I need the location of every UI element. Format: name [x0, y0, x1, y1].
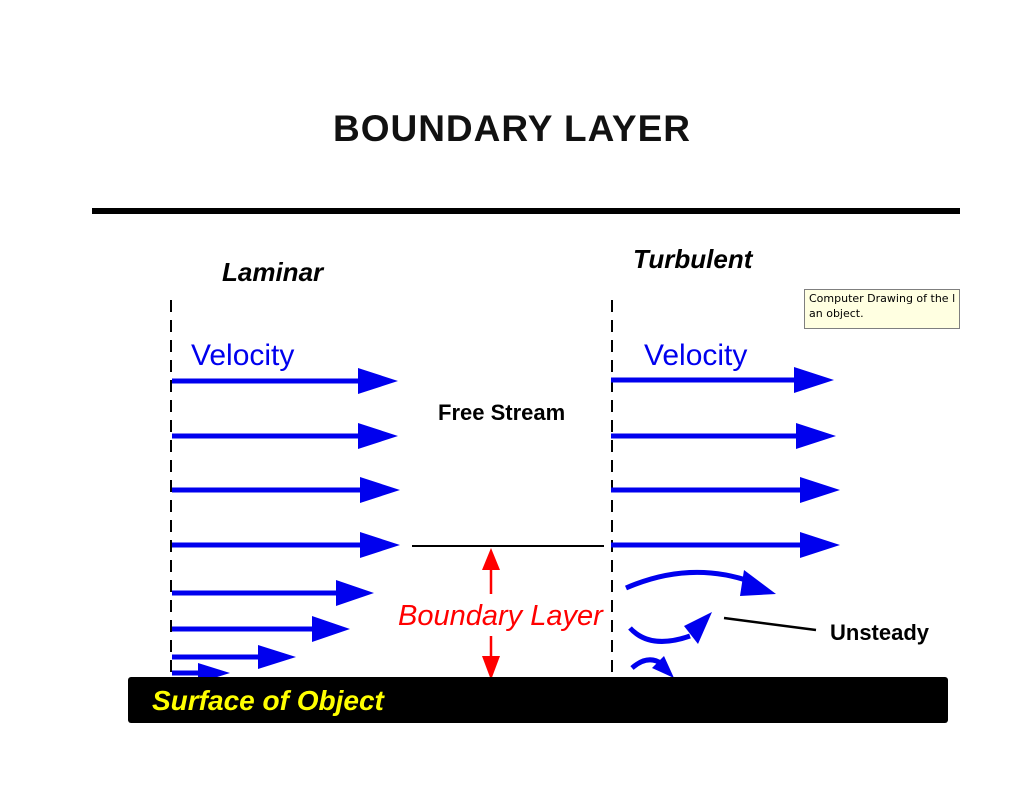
velocity-label-turbulent: Velocity	[644, 339, 747, 372]
eddy-arc	[624, 569, 753, 591]
turbulent-arrow-head	[800, 477, 840, 503]
laminar-arrow-head	[360, 532, 400, 558]
laminar-arrow-head	[360, 477, 400, 503]
velocity-label-laminar: Velocity	[191, 339, 294, 372]
slide-title: BOUNDARY LAYER	[332, 108, 692, 149]
up-arrow-icon	[482, 548, 500, 570]
turbulent-arrow-head	[800, 532, 840, 558]
object-surface	[128, 677, 948, 723]
turbulent-velocity-profile	[611, 367, 840, 558]
laminar-arrow-head	[358, 368, 398, 394]
turbulent-arrow-head	[794, 367, 834, 393]
turbulent-heading: Turbulent	[633, 244, 754, 274]
title-divider	[92, 208, 960, 214]
laminar-velocity-profile	[172, 368, 400, 683]
eddy-arrow-head	[740, 570, 776, 596]
laminar-arrow-head	[336, 580, 374, 606]
laminar-arrow-head	[312, 616, 350, 642]
turbulent-arrow-head	[796, 423, 836, 449]
tooltip-line: an object.	[809, 307, 864, 320]
image-tooltip: Computer Drawing of the l an object.	[804, 289, 960, 329]
eddy-arc	[628, 626, 691, 644]
turbulent-eddies	[624, 569, 776, 678]
laminar-heading: Laminar	[222, 257, 325, 287]
laminar-arrow-head	[358, 423, 398, 449]
eddy-arrow-head	[684, 612, 712, 644]
down-arrow-icon	[482, 656, 500, 680]
free-stream-label: Free Stream	[438, 400, 565, 425]
unsteady-leader-line	[723, 616, 817, 632]
unsteady-label: Unsteady	[830, 620, 930, 645]
laminar-arrow-head	[258, 645, 296, 669]
tooltip-line: Computer Drawing of the l	[809, 292, 956, 305]
boundary-layer-label: Boundary Layer	[398, 600, 604, 632]
surface-label: Surface of Object	[152, 685, 386, 716]
boundary-layer-thickness-indicator	[482, 548, 500, 680]
eddy-arrow-head	[652, 656, 674, 678]
